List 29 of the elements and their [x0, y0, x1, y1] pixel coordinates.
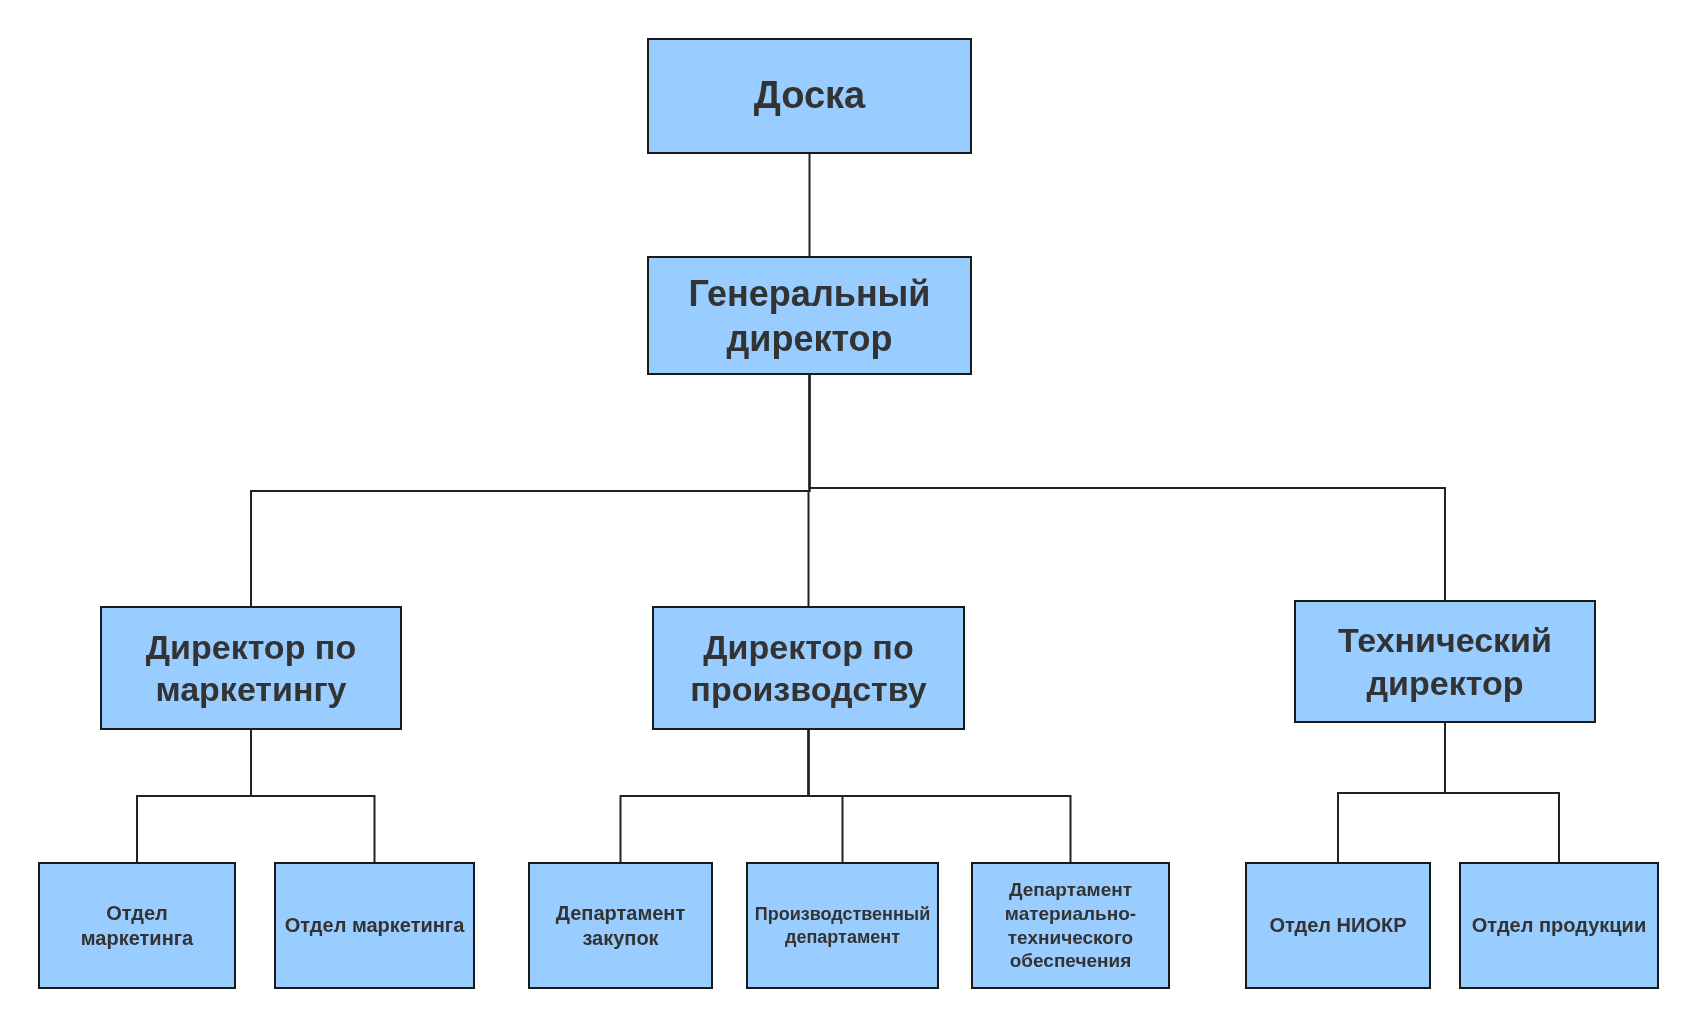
box-label: Отдел маркетинга: [284, 913, 465, 938]
box-label: Директор по производству: [689, 626, 928, 710]
org-box: [652, 606, 965, 730]
org-box: [971, 862, 1170, 989]
org-box: [647, 256, 972, 375]
box-label: Доска: [753, 73, 866, 119]
connector-line: [808, 374, 1446, 601]
org-box: [746, 862, 939, 989]
box-label: Отдел продукции: [1471, 913, 1647, 938]
org-box: [528, 862, 713, 989]
connector-line: [250, 729, 376, 863]
box-label: Директор по маркетингу: [144, 626, 358, 710]
org-box: [1245, 862, 1431, 989]
org-box: [274, 862, 475, 989]
box-label: Производственный департамент: [754, 903, 931, 948]
org-box: [1294, 600, 1596, 723]
box-label: Департамент материально-технического обеспечения: [1003, 878, 1138, 973]
connector-line: [808, 153, 811, 257]
box-label: Генеральный директор: [687, 271, 932, 361]
org-box: [38, 862, 236, 989]
box-label: Отдел НИОКР: [1269, 913, 1407, 938]
connector-line: [807, 729, 1072, 863]
box-label: Отдел маркетинга: [79, 900, 195, 951]
org-box: [100, 606, 402, 730]
org-box: [647, 38, 972, 154]
connector-line: [1444, 722, 1560, 863]
box-label: Департамент закупок: [554, 900, 687, 951]
box-label: Технический директор: [1337, 620, 1553, 704]
org-box: [1459, 862, 1659, 989]
